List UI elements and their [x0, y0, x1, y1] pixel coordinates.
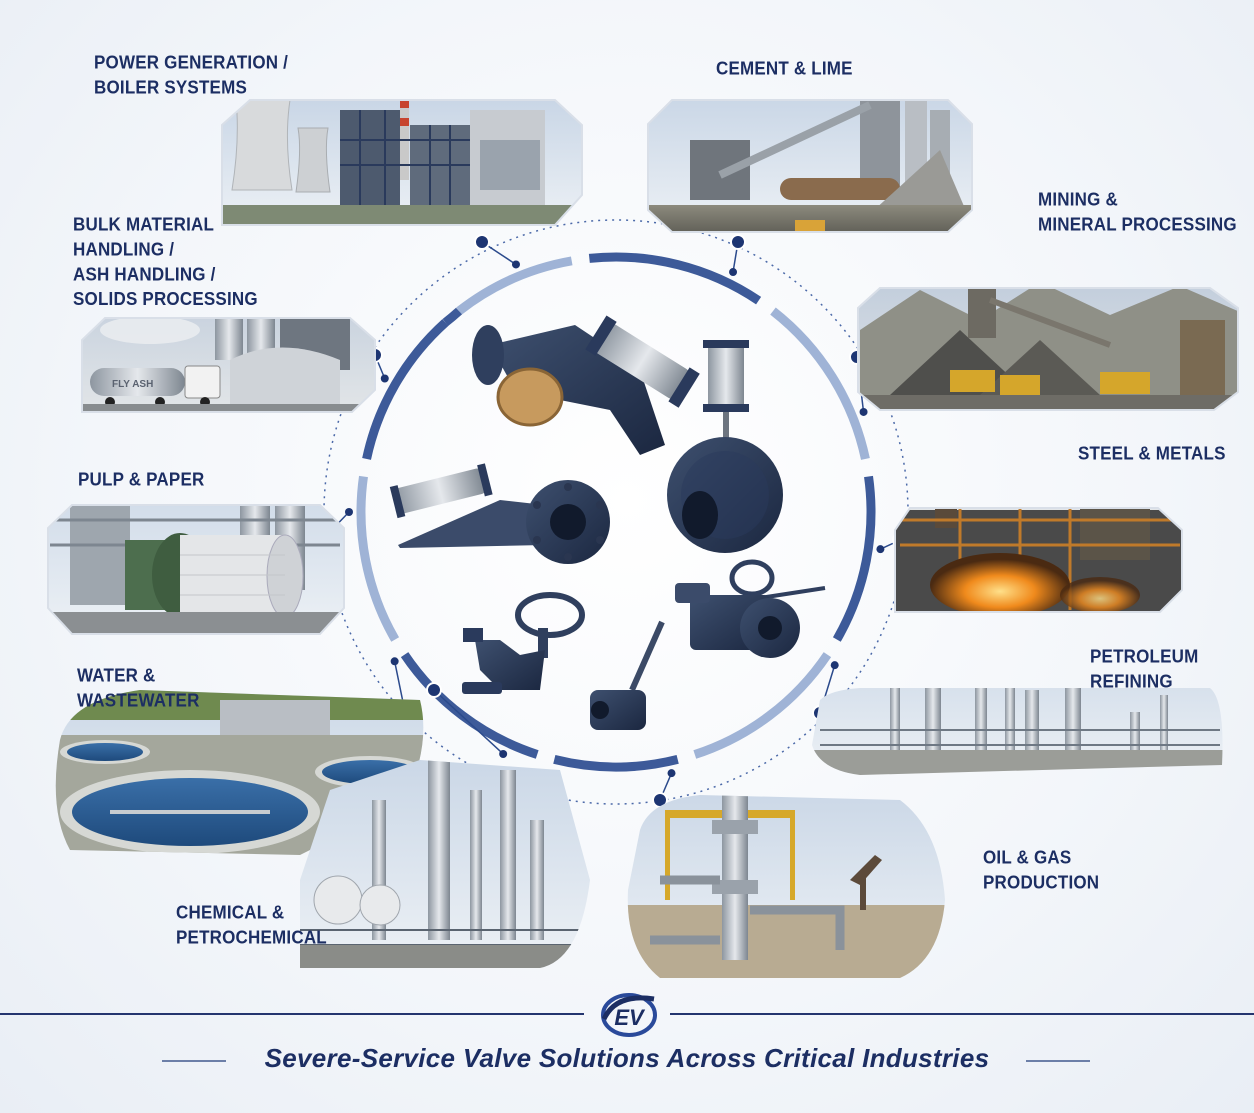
- label-steel-metals: STEEL & METALS: [1078, 443, 1226, 464]
- connector-inner-node: [729, 268, 738, 277]
- connector-inner-node: [859, 407, 868, 416]
- pneumatic-gate-valve-icon: [667, 340, 783, 553]
- globe-valve-icon: [462, 592, 585, 694]
- connector-inner-node: [876, 545, 885, 554]
- ring-segment: [362, 319, 449, 460]
- chemical-plant-photo: [300, 760, 590, 968]
- label-pulp-paper: PULP & PAPER: [78, 469, 205, 490]
- ring-segment: [832, 475, 876, 642]
- connector-outer-node: [474, 234, 490, 250]
- footer-rule-right: [670, 1013, 1254, 1015]
- label-water-wastewater: WATER & WASTEWATER: [77, 665, 200, 711]
- ring-segment: [456, 256, 573, 315]
- ring-segment: [588, 252, 762, 305]
- connector-inner-node: [667, 769, 676, 778]
- gear-operated-valve-icon: [675, 559, 826, 658]
- label-power-generation: POWER GENERATION / BOILER SYSTEMS: [94, 52, 289, 98]
- tagline-rule-left: [162, 1060, 226, 1062]
- connector-inner-node: [380, 374, 389, 383]
- connector-outer-node: [730, 234, 746, 250]
- connector-line: [433, 689, 504, 755]
- ring-segment: [356, 475, 400, 642]
- tagline-rule-right: [1026, 1060, 1090, 1062]
- label-chemical-petrochemical: CHEMICAL & PETROCHEMICAL: [176, 902, 327, 948]
- mining-photo: [857, 287, 1239, 411]
- ring-segment: [693, 652, 832, 759]
- connector-inner-node: [830, 661, 839, 670]
- paper-mill-photo: [47, 504, 345, 635]
- connector-inner-node: [499, 749, 508, 758]
- steel-mill-photo: [894, 507, 1183, 613]
- actuated-knife-gate-valve-icon: [472, 315, 700, 455]
- label-petroleum-refining: PETROLEUM REFINING: [1090, 646, 1199, 692]
- connector-inner-node: [390, 657, 399, 666]
- cement-plant-photo: [647, 99, 973, 233]
- label-mining: MINING & MINERAL PROCESSING: [1038, 189, 1237, 235]
- ev-logo: EV: [601, 993, 657, 1037]
- ring-segment: [553, 755, 679, 772]
- fly-ash-truck-text: FLY ASH: [112, 379, 153, 390]
- label-bulk-material: BULK MATERIAL HANDLING / ASH HANDLING / …: [73, 214, 258, 310]
- svg-text:EV: EV: [614, 1005, 646, 1030]
- wellhead-photo: [627, 795, 945, 978]
- ring-segment: [442, 307, 463, 327]
- refinery-photo: [812, 688, 1223, 775]
- label-oil-gas: OIL & GAS PRODUCTION: [983, 847, 1100, 893]
- connector-inner-node: [511, 260, 520, 269]
- plug-valve-icon: [590, 620, 665, 730]
- connector-inner-node: [345, 508, 353, 516]
- ash-handling-photo: FLY ASH: [81, 317, 376, 413]
- lever-butterfly-valve-icon: [389, 463, 610, 564]
- connector-outer-node: [426, 682, 442, 698]
- water-treatment-photo: [55, 690, 424, 855]
- label-cement-lime: CEMENT & LIME: [716, 58, 853, 79]
- industry-diagram: FLY ASH: [47, 99, 1239, 978]
- footer-rule-left: [0, 1013, 584, 1015]
- power-plant-photo: [221, 99, 583, 226]
- tagline: Severe-Service Valve Solutions Across Cr…: [264, 1043, 990, 1073]
- ring-segment: [770, 307, 870, 460]
